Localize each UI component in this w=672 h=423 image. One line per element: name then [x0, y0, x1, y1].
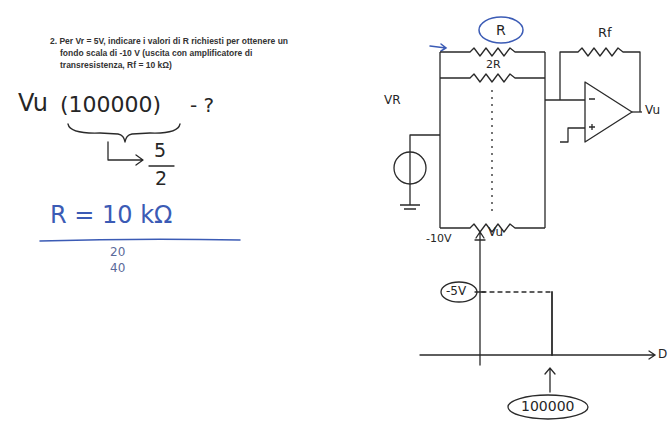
bus-wire: [440, 52, 545, 228]
handwritten-result: R = 10 kΩ: [50, 202, 172, 230]
question-text: 2. Per Vr = 5V, indicare i valori di R r…: [50, 36, 292, 72]
handwriting-marks: [68, 124, 180, 166]
blue-marks: [40, 17, 523, 241]
bar: [551, 292, 553, 355]
output-wire: [632, 111, 642, 112]
axis-value: -5V: [446, 285, 466, 299]
resistor-symbol: [440, 48, 545, 56]
circle-mark: [479, 17, 523, 43]
resistor-label: 2R: [486, 59, 501, 72]
source-label: VR: [384, 94, 401, 108]
y-axis: [476, 232, 484, 365]
handwritten-value: 20: [110, 246, 125, 260]
axis-tick: [475, 240, 485, 292]
resistor-label: Rf: [598, 26, 612, 41]
axis-label: Vu: [488, 226, 503, 240]
ground-symbol: [400, 152, 420, 209]
dashed-level: [482, 291, 552, 292]
axis-value: -10V: [426, 233, 452, 246]
pointer-arrow: [545, 368, 555, 392]
opamp-symbol: [585, 82, 632, 142]
fraction-bar: [149, 165, 174, 166]
fraction-denominator: 2: [155, 168, 167, 190]
circle-mark: [508, 395, 588, 419]
resistor-label: R: [496, 22, 506, 38]
fraction-numerator: 5: [154, 140, 166, 162]
handwritten-note: - ?: [190, 94, 214, 117]
arrow-mark: [430, 44, 446, 51]
circuit: [394, 48, 642, 232]
x-axis: [420, 351, 655, 359]
axis-label: D: [658, 348, 667, 362]
circle-mark: [441, 282, 477, 302]
feedback-resistor: [560, 48, 640, 112]
handwritten-symbol: Vu: [18, 90, 48, 118]
handwritten-value: 40: [110, 262, 125, 276]
handwritten-number: (100000): [60, 92, 161, 117]
hook-arrow: [108, 142, 143, 165]
underline: [40, 239, 240, 241]
opamp-signs: [589, 99, 595, 130]
wire: [545, 99, 585, 100]
output-label: Vu: [645, 104, 660, 118]
resistor-symbol: [440, 74, 545, 82]
ground-wire: [560, 128, 585, 142]
graph: [420, 232, 655, 419]
wire: [410, 135, 440, 152]
axis-value: 100000: [521, 398, 574, 414]
dotted-continuation: [491, 90, 492, 214]
